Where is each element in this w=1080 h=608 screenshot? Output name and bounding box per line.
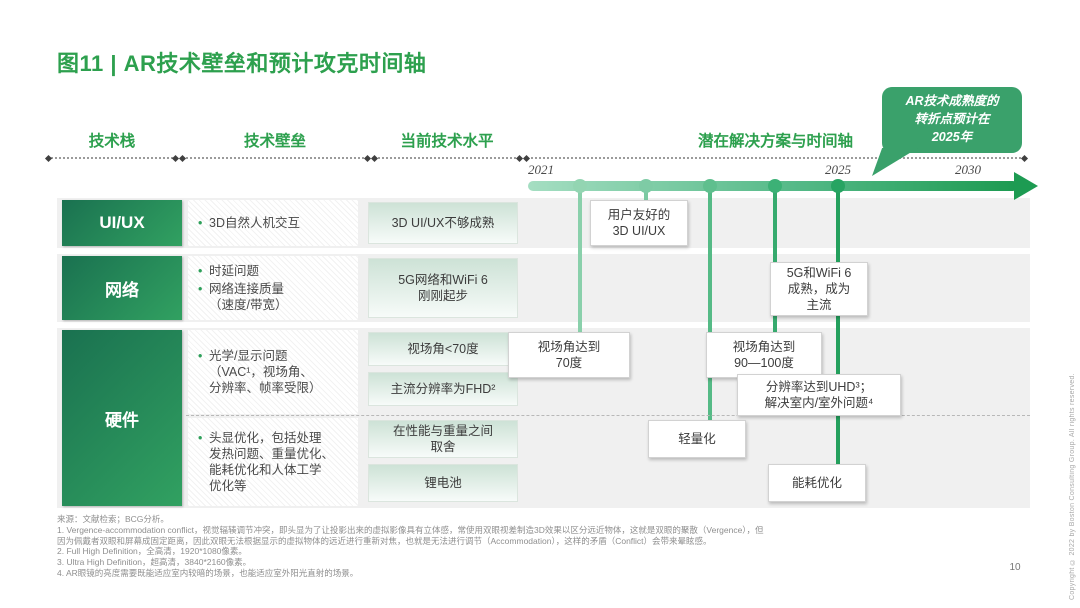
barrier-item: 时延问题 xyxy=(198,263,287,279)
maturity-callout: AR技术成熟度的 转折点预计在 2025年 xyxy=(882,87,1022,153)
barrier-item: 网络连接质量 （速度/带宽） xyxy=(198,281,287,313)
footnote-3: 3. Ultra High Definition，超高清，3840*2160像素… xyxy=(57,557,252,568)
footnote-1-line2: 因为佩戴者双眼和屏幕成固定距离，因此双眼无法根据显示的虚拟物体的远近进行重新对焦… xyxy=(57,535,712,546)
column-header-barriers: 技术壁垒 xyxy=(243,133,306,150)
source-note: 来源：文献检索；BCG分析。 xyxy=(57,514,169,524)
year-label-2025: 2025 xyxy=(825,162,851,177)
solution-box-fov-90-100: 视场角达到 90—100度 xyxy=(706,332,822,378)
timeline-dot xyxy=(573,179,587,193)
current-level-fhd: 主流分辨率为FHD² xyxy=(368,372,518,406)
barrier-cell-hardware-optics: 光学/显示问题 （VAC¹，视场角、 分辨率、帧率受限） xyxy=(188,330,358,414)
column-header-current-level: 当前技术水平 xyxy=(400,133,494,150)
footnote-4: 4. AR眼镜的亮度需要既能适应室内较暗的场景，也能适应室外阳光直射的场景。 xyxy=(57,567,359,578)
column-header-solutions-timeline: 潜在解决方案与时间轴 xyxy=(697,133,853,150)
header-divider xyxy=(44,154,180,162)
solution-box-friendly-3d-uiux: 用户友好的 3D UI/UX xyxy=(590,200,688,246)
year-label-2021: 2021 xyxy=(528,162,554,177)
hardware-subrow-divider xyxy=(186,415,1030,416)
timeline-dot xyxy=(639,179,653,193)
row-label-uiux: UI/UX xyxy=(62,200,182,246)
row-label-hardware: 硬件 xyxy=(62,330,182,506)
timeline-connector xyxy=(708,186,712,422)
column-header-tech-stack: 技术栈 xyxy=(88,133,136,150)
timeline-connector xyxy=(578,186,582,334)
barrier-cell-network: 时延问题 网络连接质量 （速度/带宽） xyxy=(188,256,358,320)
current-level-fov: 视场角<70度 xyxy=(368,332,518,366)
timeline-dot xyxy=(703,179,717,193)
barrier-item: 3D自然人机交互 xyxy=(198,215,300,231)
solution-box-5g-wifi6-mature: 5G和WiFi 6 成熟，成为 主流 xyxy=(770,262,868,316)
solution-box-lightweight: 轻量化 xyxy=(648,420,746,458)
barrier-item: 头显优化，包括处理 发热问题、重量优化、 能耗优化和人体工学 优化等 xyxy=(198,430,334,494)
solution-box-power-optimization: 能耗优化 xyxy=(768,464,866,502)
footnote-1-line1: 1. Vergence-accommodation conflict，视觉辐辏调… xyxy=(57,524,764,535)
diamond-marker-icon xyxy=(370,154,379,162)
diamond-marker-icon xyxy=(44,154,53,162)
footnote-2: 2. Full High Definition，全高清，1920*1080像素。 xyxy=(57,546,247,557)
timeline-connector xyxy=(644,186,648,202)
timeline-connector xyxy=(836,186,840,466)
timeline-dot xyxy=(831,179,845,193)
diamond-marker-icon xyxy=(1020,154,1029,162)
current-level-performance-weight: 在性能与重量之间 取舍 xyxy=(368,420,518,458)
copyright-text: Copyright © 2022 by Boston Consulting Gr… xyxy=(1069,373,1076,600)
diamond-marker-icon xyxy=(522,154,531,162)
callout-tail xyxy=(872,148,918,176)
row-label-network: 网络 xyxy=(62,256,182,320)
header-divider xyxy=(370,154,524,162)
current-level-battery: 锂电池 xyxy=(368,464,518,502)
header-divider xyxy=(522,154,1029,162)
barrier-cell-uiux: 3D自然人机交互 xyxy=(188,200,358,246)
year-label-2030: 2030 xyxy=(955,162,981,177)
solution-box-uhd-indoor-outdoor: 分辨率达到UHD³； 解决室内/室外问题⁴ xyxy=(737,374,901,416)
barrier-cell-hardware-headset: 头显优化，包括处理 发热问题、重量优化、 能耗优化和人体工学 优化等 xyxy=(188,418,358,506)
header-divider xyxy=(178,154,372,162)
current-level-network: 5G网络和WiFi 6 刚刚起步 xyxy=(368,258,518,318)
solution-box-fov-70: 视场角达到 70度 xyxy=(508,332,630,378)
current-level-uiux: 3D UI/UX不够成熟 xyxy=(368,202,518,244)
footnotes: 来源：文献检索；BCG分析。 1. Vergence-accommodation… xyxy=(57,514,1022,579)
timeline-dot xyxy=(768,179,782,193)
page-number: 10 xyxy=(1009,562,1021,573)
barrier-item: 光学/显示问题 （VAC¹，视场角、 分辨率、帧率受限） xyxy=(198,348,322,396)
diamond-marker-icon xyxy=(178,154,187,162)
arrowhead-icon xyxy=(1014,172,1038,200)
figure-title: 图11 | AR技术壁垒和预计攻克时间轴 xyxy=(57,51,427,76)
